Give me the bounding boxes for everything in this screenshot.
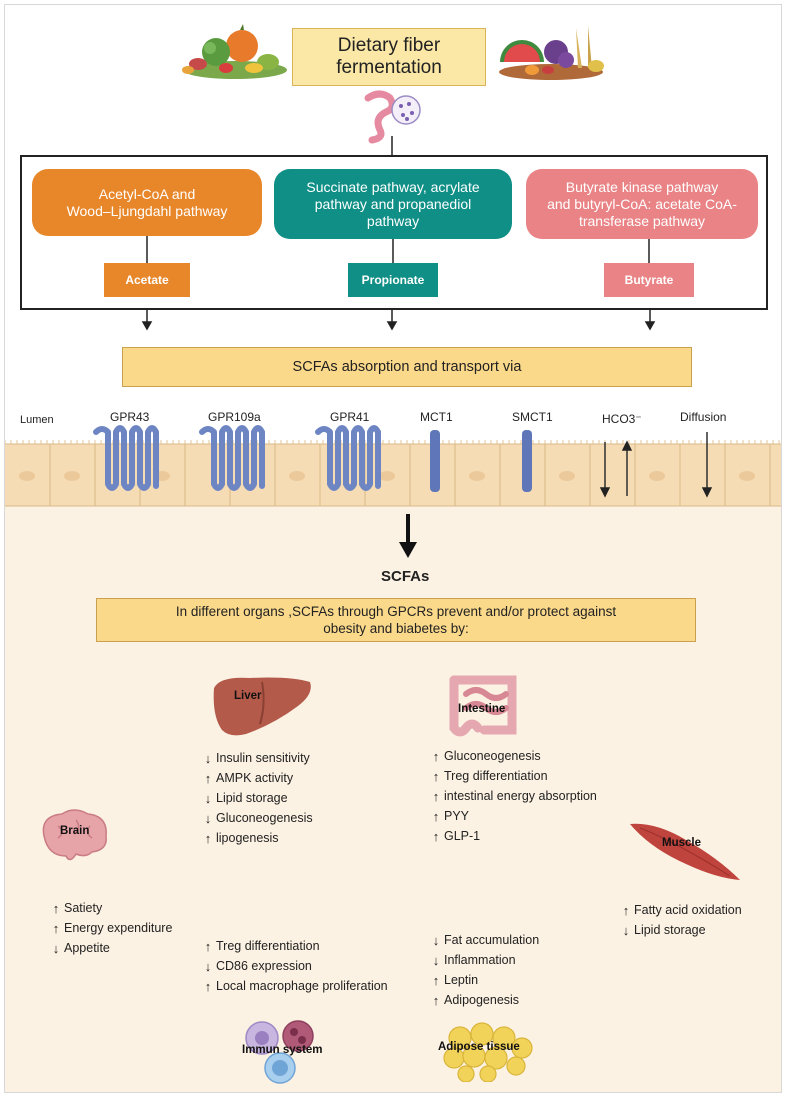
pathways-frame — [20, 155, 768, 310]
propionate-pathway-box: Succinate pathway, acrylate pathway and … — [274, 169, 512, 239]
gpcr-receptors — [93, 425, 713, 498]
adipose-effect: ↓Fat accumulation — [430, 930, 539, 950]
immune-label: Immun system — [242, 1044, 323, 1056]
immune-cells-icon — [245, 1020, 314, 1084]
liver-effect: ↓Insulin sensitivity — [202, 748, 313, 768]
arrow-up-icon: ↑ — [432, 972, 440, 988]
immune-effect: ↑Treg differentiation — [202, 936, 388, 956]
liver-effect: ↓Gluconeogenesis — [202, 808, 313, 828]
gpr41-label: GPR41 — [330, 410, 370, 424]
adipose-label: Adipose tissue — [438, 1041, 520, 1053]
adipose-effects: ↓Fat accumulation ↓Inflammation ↑Leptin … — [430, 930, 539, 1010]
gpr109a-receptor — [199, 425, 265, 491]
smct1-label: SMCT1 — [512, 410, 553, 424]
figure-frame — [4, 4, 782, 1093]
smct1-transporter — [522, 430, 532, 492]
intestine-icon — [449, 675, 517, 737]
intestine-effect: ↑GLP-1 — [430, 826, 597, 846]
brain-icon — [42, 809, 107, 861]
acetate-pathway-box: Acetyl-CoA and Wood–Ljungdahl pathway — [32, 169, 262, 236]
gpr109a-label: GPR109a — [208, 410, 261, 424]
arrow-down-icon: ↓ — [204, 790, 212, 806]
arrow-down-icon: ↓ — [622, 922, 630, 938]
immune-effect: ↑Local macrophage proliferation — [202, 976, 388, 996]
arrow-down-icon: ↓ — [204, 810, 212, 826]
brain-label: Brain — [60, 825, 90, 837]
propionate-box: Propionate — [348, 263, 438, 297]
adipose-tissue-icon — [443, 1022, 533, 1082]
lumen-label: Lumen — [20, 414, 54, 426]
organ-banner: In different organs ,SCFAs through GPCRs… — [96, 598, 696, 642]
liver-effects: ↓Insulin sensitivity ↑AMPK activity ↓Lip… — [202, 748, 313, 848]
fruits-icon — [499, 26, 604, 80]
down-arrow-icon — [399, 514, 417, 558]
arrow-down-icon: ↓ — [432, 932, 440, 948]
arrow-down-icon: ↓ — [52, 940, 60, 956]
gpr43-receptor — [93, 425, 159, 491]
liver-effect: ↑lipogenesis — [202, 828, 313, 848]
vegetables-icon — [182, 24, 287, 79]
arrow-up-icon: ↑ — [204, 770, 212, 786]
brain-effect: ↓Appetite — [50, 938, 172, 958]
muscle-label: Muscle — [662, 837, 701, 849]
gpr43-label: GPR43 — [110, 410, 150, 424]
arrow-up-icon: ↑ — [432, 992, 440, 1008]
diffusion-arrow — [701, 432, 713, 498]
arrow-down-icon: ↓ — [204, 958, 212, 974]
gpr41-receptor — [315, 425, 381, 491]
adipose-effect: ↓Inflammation — [430, 950, 539, 970]
muscle-effects: ↑Fatty acid oxidation ↓Lipid storage — [620, 900, 742, 940]
immune-effect: ↓CD86 expression — [202, 956, 388, 976]
title-box: Dietary fiber fermentation — [292, 28, 486, 86]
arrow-up-icon: ↑ — [432, 788, 440, 804]
liver-label: Liver — [234, 690, 262, 702]
butyrate-pathway-box: Butyrate kinase pathway and butyryl-CoA:… — [526, 169, 758, 239]
intestine-effect: ↑intestinal energy absorption — [430, 786, 597, 806]
arrow-up-icon: ↑ — [204, 938, 212, 954]
arrow-up-icon: ↑ — [204, 978, 212, 994]
gut-bacteria-icon — [364, 90, 421, 144]
arrow-up-icon: ↑ — [432, 748, 440, 764]
mct1-label: MCT1 — [420, 410, 453, 424]
butyrate-box: Butyrate — [604, 263, 694, 297]
immune-effects: ↑Treg differentiation ↓CD86 expression ↑… — [202, 936, 388, 996]
arrow-up-icon: ↑ — [432, 768, 440, 784]
arrow-up-icon: ↑ — [52, 900, 60, 916]
arrow-down-icon: ↓ — [432, 952, 440, 968]
liver-effect: ↓Lipid storage — [202, 788, 313, 808]
scfas-label: SCFAs — [381, 568, 430, 585]
brain-effects: ↑Satiety ↑Energy expenditure ↓Appetite — [50, 898, 173, 958]
liver-effect: ↑AMPK activity — [202, 768, 313, 788]
arrow-up-icon: ↑ — [52, 920, 60, 936]
liver-icon — [213, 677, 311, 736]
muscle-icon — [630, 823, 740, 880]
intestine-effect: ↑PYY — [430, 806, 597, 826]
arrow-up-icon: ↑ — [204, 830, 212, 846]
absorption-banner: SCFAs absorption and transport via — [122, 347, 692, 387]
intestine-label: Intestine — [458, 703, 506, 715]
arrow-up-icon: ↑ — [432, 808, 440, 824]
tissue-background — [5, 488, 781, 1092]
arrow-up-icon: ↑ — [622, 902, 630, 918]
diffusion-label: Diffusion — [680, 410, 727, 424]
arrow-up-icon: ↑ — [432, 828, 440, 844]
acetate-box: Acetate — [104, 263, 190, 297]
muscle-effect: ↑Fatty acid oxidation — [620, 900, 742, 920]
bicarbonate-arrows — [599, 440, 633, 498]
brain-effect: ↑Satiety — [50, 898, 172, 918]
brain-effect: ↑Energy expenditure — [50, 918, 173, 938]
adipose-effect: ↑Leptin — [430, 970, 539, 990]
intestine-effect: ↑Treg differentiation — [430, 766, 597, 786]
intestine-effects: ↑Gluconeogenesis ↑Treg differentiation ↑… — [430, 746, 597, 846]
muscle-effect: ↓Lipid storage — [620, 920, 742, 940]
bicarbonate-label: HCO3⁻ — [602, 412, 642, 426]
adipose-effect: ↑Adipogenesis — [430, 990, 539, 1010]
intestine-effect: ↑Gluconeogenesis — [430, 746, 597, 766]
arrow-down-icon: ↓ — [204, 750, 212, 766]
mct1-transporter — [430, 430, 440, 492]
